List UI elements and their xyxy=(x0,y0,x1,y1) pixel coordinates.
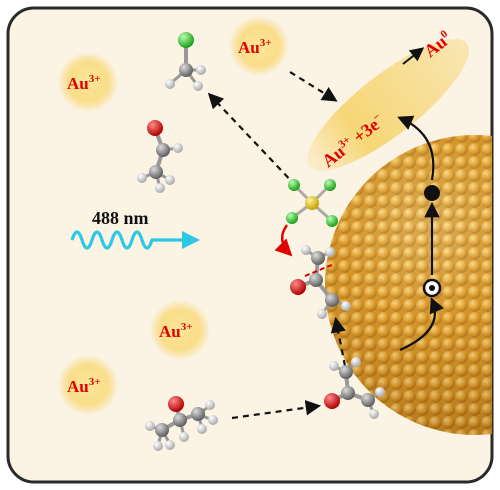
reduction-reaction: Au3+ +3e− Au0 xyxy=(307,28,469,171)
ion-to-surface-arrow xyxy=(289,71,338,102)
oxidation-arrow xyxy=(330,316,347,367)
isopropanol-molecule-icon xyxy=(145,396,218,451)
electron-transfer-arrow xyxy=(274,224,293,257)
gold-ion-3: Au3+ xyxy=(150,300,210,360)
adsorbed-isopropanol-molecule-icon xyxy=(324,357,385,419)
light-arrowhead xyxy=(182,231,200,249)
bond-cleavage-line xyxy=(304,263,335,277)
gold-ion-4: Au3+ xyxy=(58,355,118,415)
adsorption-arrow xyxy=(231,400,322,420)
dashed-arrows xyxy=(207,71,347,420)
svg-text:Au3+: Au3+ xyxy=(238,37,272,57)
light-wave-icon xyxy=(70,230,190,250)
reaction-arrow xyxy=(402,47,425,65)
svg-text:Au3+: Au3+ xyxy=(67,376,101,396)
gold-ion-2: Au3+ xyxy=(229,16,289,76)
gold-nanoparticle-icon xyxy=(325,135,492,435)
chloromethane-release-arrow xyxy=(207,92,297,187)
aucl4-complex-icon xyxy=(274,179,338,257)
adsorbed-acetone-molecule-icon xyxy=(290,245,351,319)
light-source: 488 nm xyxy=(70,208,200,250)
chloromethane-molecule-icon xyxy=(165,32,206,91)
svg-text:Au3+: Au3+ xyxy=(159,321,193,341)
electron-cycle-icon xyxy=(397,115,444,352)
svg-text:Au3+: Au3+ xyxy=(67,73,101,93)
reaction-glow xyxy=(307,39,469,171)
electron-icon xyxy=(424,185,440,201)
acetaldehyde-molecule-icon xyxy=(137,120,183,193)
gold-ion-1: Au3+ xyxy=(58,52,118,112)
wavelength-label: 488 nm xyxy=(92,208,149,228)
